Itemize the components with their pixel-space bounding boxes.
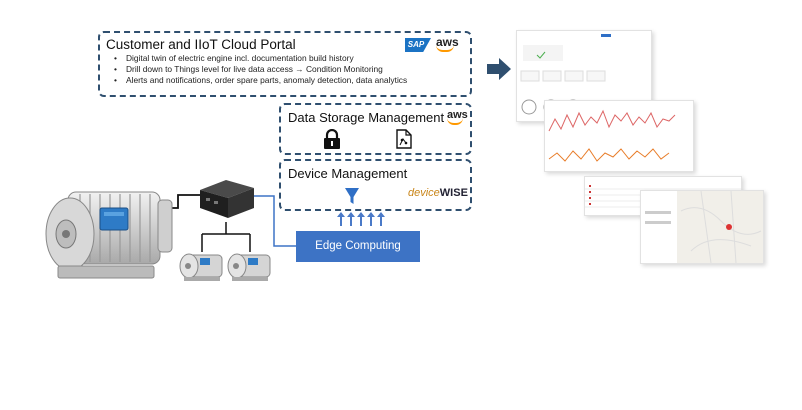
small-motor-icon xyxy=(179,253,223,281)
electric-motor-icon xyxy=(45,191,173,279)
small-motor-icon xyxy=(227,253,271,281)
devicewise-prefix: device xyxy=(408,187,440,199)
map-screenshot xyxy=(640,190,764,264)
map-preview xyxy=(645,191,763,263)
portal-bullet: Digital twin of electric engine incl. do… xyxy=(114,53,407,64)
device-title: Device Management xyxy=(288,166,408,181)
sap-logo: SAP xyxy=(405,38,431,52)
chart-screenshot xyxy=(544,100,694,172)
upload-arrow-icon xyxy=(367,212,375,226)
portal-bullet: Alerts and notifications, order spare pa… xyxy=(114,75,407,86)
aws-smile-icon xyxy=(447,118,463,125)
iot-gateway-icon xyxy=(200,180,254,218)
devicewise-suffix: WISE xyxy=(439,187,468,199)
edge-computing-box: Edge Computing xyxy=(296,231,420,262)
upload-arrow-icon xyxy=(337,212,345,226)
funnel-icon xyxy=(345,188,359,204)
portal-title: Customer and IIoT Cloud Portal xyxy=(106,37,296,52)
chart-preview xyxy=(548,109,676,162)
storage-title: Data Storage Management xyxy=(288,110,445,125)
document-icon xyxy=(396,129,412,149)
upload-arrow-icon xyxy=(347,212,355,226)
portal-bullet: Drill down to Things level for live data… xyxy=(114,64,407,75)
aws-smile-icon xyxy=(436,45,454,52)
cloud-portal-box: Customer and IIoT Cloud Portal Digital t… xyxy=(98,31,472,97)
portal-bullets: Digital twin of electric engine incl. do… xyxy=(114,53,407,86)
data-storage-box: Data Storage Management aws xyxy=(279,103,472,155)
padlock-icon xyxy=(324,129,340,149)
device-management-box: Device Management deviceWISE xyxy=(279,159,472,211)
devicewise-logo: deviceWISE xyxy=(408,187,468,199)
upload-arrow-icon xyxy=(357,212,365,226)
upload-arrow-icon xyxy=(377,212,385,226)
arrow-right-icon xyxy=(487,58,511,80)
